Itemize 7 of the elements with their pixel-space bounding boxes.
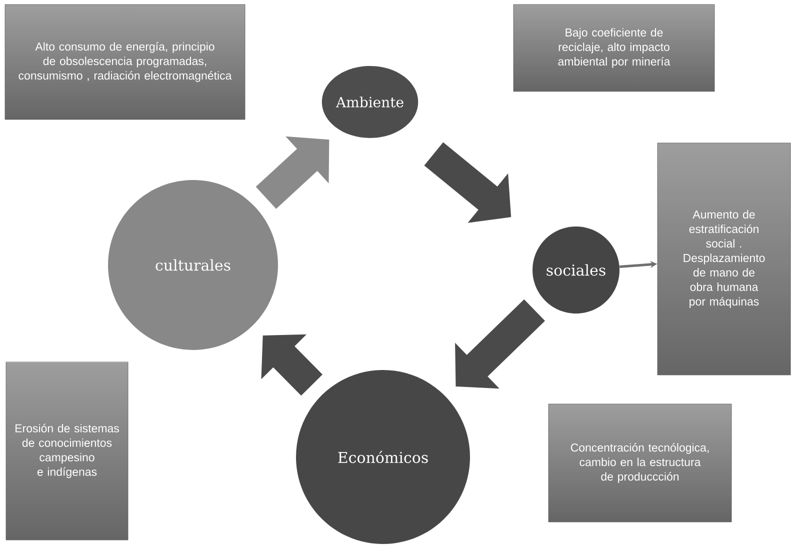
arrow: [256, 136, 330, 209]
text-box: Aumento de estratificación social . Desplazamiento de mano de obra humana por máquinas: [657, 142, 791, 376]
text-box: Bajo coeficiente de reciclaje, alto impacto ambiental por minería: [513, 4, 715, 92]
text-box: Concentración tecnólogica, cambio en la estructura de produccción: [548, 404, 732, 522]
text-box: Erosión de sistemas de conocimientos campesino e indígenas: [6, 362, 128, 540]
arrow: [455, 299, 546, 389]
text-box: Alto consumo de energía, principio de obsolescencia programadas, consumismo , radiación electromagnética: [4, 4, 246, 120]
